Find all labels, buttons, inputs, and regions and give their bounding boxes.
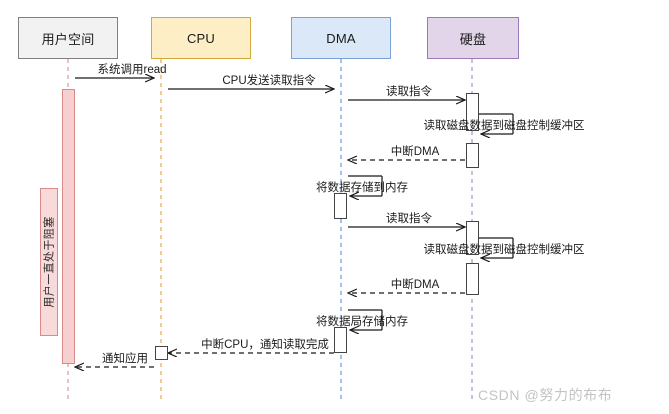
- activation-bar-2: [466, 143, 479, 168]
- message-label-2: 读取指令: [386, 86, 432, 98]
- activation-bar-1: [466, 93, 479, 131]
- message-label-8: 中断DMA: [390, 279, 440, 291]
- message-label-5: 将数据存储到内存: [316, 182, 408, 194]
- csdn-watermark: CSDN @努力的布布: [478, 387, 613, 403]
- user-blocking-note-label: 用户一直处于阻塞: [44, 216, 57, 308]
- message-label-9: 将数据局存储内存: [316, 316, 408, 328]
- user-blocking-note: 用户一直处于阻塞: [40, 188, 58, 336]
- self-message-9: [348, 309, 383, 330]
- activation-bar-5: [466, 263, 479, 295]
- message-label-3: 读取磁盘数据到磁盘控制缓冲区: [423, 120, 585, 132]
- participant-box-3[interactable]: 硬盘: [427, 17, 519, 59]
- message-label-6: 读取指令: [386, 213, 432, 225]
- self-message-7: [479, 237, 514, 258]
- participant-label: DMA: [326, 30, 356, 46]
- message-label-1: CPU发送读取指令: [222, 75, 316, 87]
- message-label-10: 中断CPU，通知读取完成: [201, 339, 329, 351]
- participant-box-2[interactable]: DMA: [291, 17, 391, 59]
- participant-label: 硬盘: [459, 31, 487, 47]
- activation-bar-3: [334, 193, 347, 219]
- message-label-11: 通知应用: [102, 353, 148, 365]
- self-message-3: [479, 113, 514, 134]
- participant-box-1[interactable]: CPU: [151, 17, 251, 59]
- activation-bar-4: [466, 221, 479, 255]
- participant-label: 用户空间: [41, 31, 95, 47]
- participant-box-0[interactable]: 用户空间: [18, 17, 118, 59]
- message-label-4: 中断DMA: [390, 146, 440, 158]
- messages-group: [75, 78, 514, 367]
- message-label-7: 读取磁盘数据到磁盘控制缓冲区: [423, 244, 585, 256]
- activation-bar-6: [334, 327, 347, 353]
- message-label-0: 系统调用read: [97, 64, 167, 76]
- participant-label: CPU: [186, 30, 216, 46]
- self-message-5: [348, 175, 383, 196]
- activation-bar-0: [62, 89, 75, 364]
- activation-bar-7: [155, 346, 168, 360]
